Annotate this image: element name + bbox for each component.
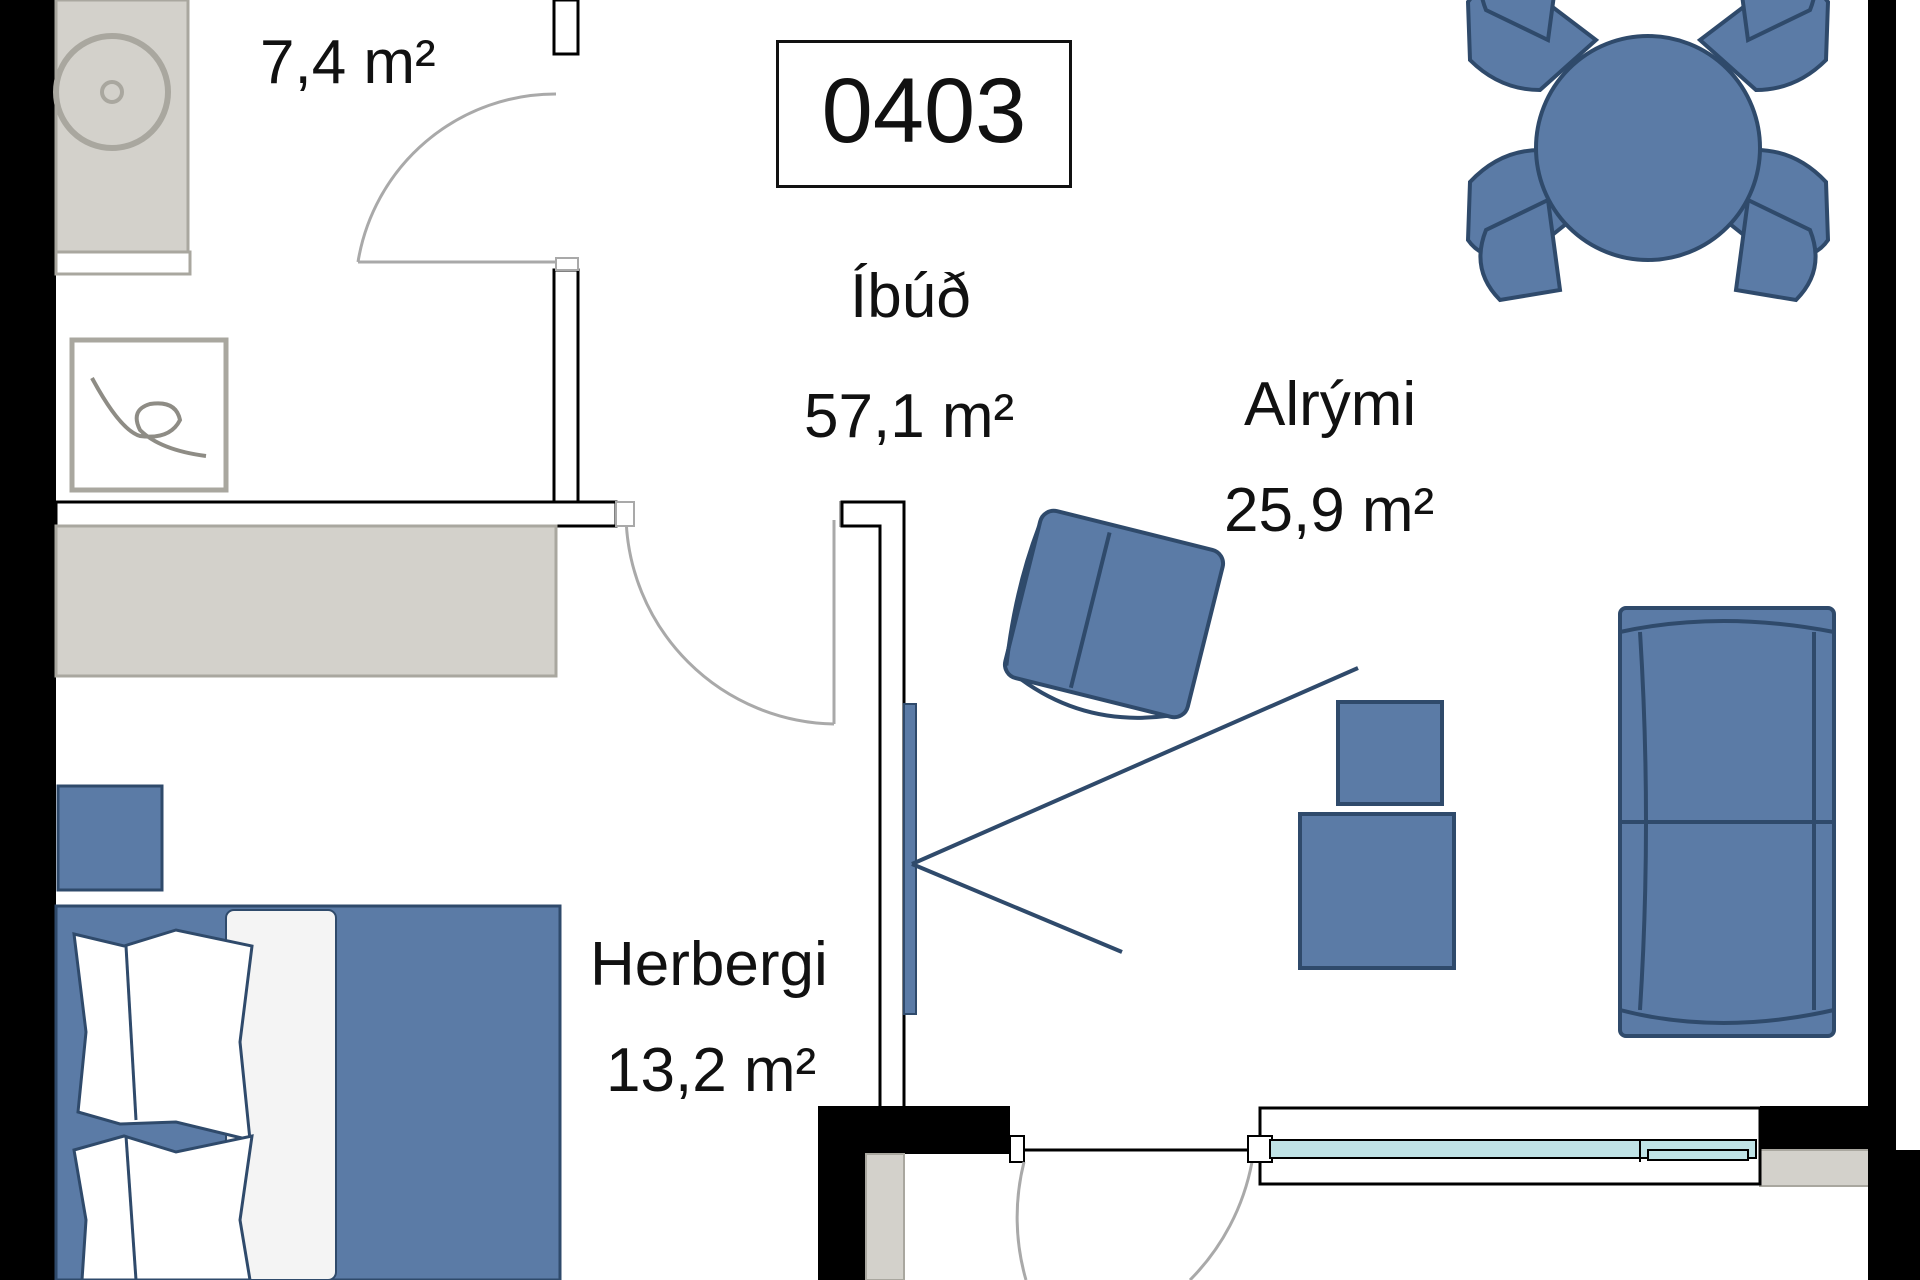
apartment-area: 57,1 m² bbox=[804, 382, 1015, 451]
unit-number: 0403 bbox=[821, 60, 1027, 162]
nightstand bbox=[56, 784, 164, 892]
outer-wall-right-lower bbox=[1896, 1150, 1920, 1280]
outer-wall-right bbox=[1868, 0, 1896, 1110]
living-label: Alrými bbox=[1244, 370, 1417, 439]
wall-bottom-inner bbox=[865, 1153, 905, 1280]
sink-icon bbox=[53, 33, 171, 151]
bath-area: 7,4 m² bbox=[260, 28, 436, 97]
wall-bottom-right bbox=[1760, 1106, 1868, 1150]
outer-wall-left bbox=[0, 0, 56, 1280]
bedroom-area: 13,2 m² bbox=[606, 1036, 817, 1105]
closet bbox=[54, 524, 558, 678]
wall-corner-right bbox=[1868, 1110, 1896, 1280]
sofa-icon bbox=[1618, 606, 1836, 1038]
wall-bottom-right-gray bbox=[1759, 1149, 1871, 1187]
bath-counter-edge bbox=[54, 250, 192, 276]
dining-table-icon bbox=[1465, 0, 1831, 303]
bed-icon bbox=[54, 904, 562, 1280]
wall-bedroom-living bbox=[840, 500, 906, 1112]
wall-bottom-return bbox=[818, 1106, 866, 1280]
wall-bath-right-upper bbox=[552, 0, 580, 56]
wall-bath-right-lower bbox=[552, 268, 580, 512]
coffee-table bbox=[1298, 812, 1456, 970]
bath-counter bbox=[54, 0, 190, 260]
balcony-door bbox=[1009, 1106, 1762, 1280]
wall-hall-horizontal bbox=[54, 500, 618, 528]
side-table bbox=[1336, 700, 1444, 806]
door-swing-icon bbox=[356, 92, 579, 271]
apartment-label: Íbúð bbox=[850, 262, 971, 331]
armchair-icon bbox=[1002, 508, 1226, 720]
tv-icon bbox=[903, 666, 1359, 1015]
living-area: 25,9 m² bbox=[1224, 476, 1435, 545]
washer-icon bbox=[69, 337, 229, 493]
door-swing-icon bbox=[615, 501, 871, 726]
bedroom-label: Herbergi bbox=[590, 930, 828, 999]
unit-number-box: 0403 bbox=[776, 40, 1072, 188]
